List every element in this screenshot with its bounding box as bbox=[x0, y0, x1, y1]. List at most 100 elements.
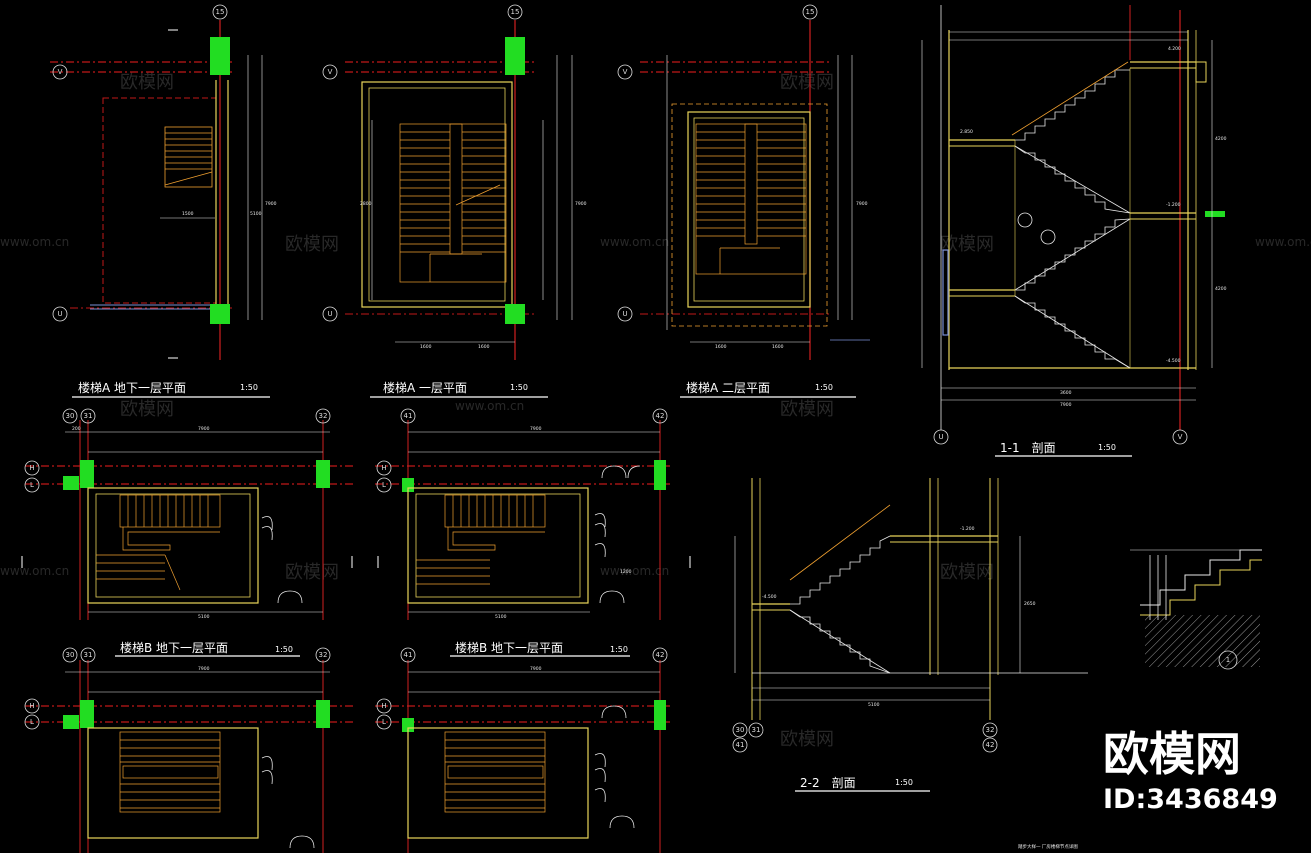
dim-label: 1600 bbox=[715, 344, 727, 350]
dim-label: 5100 bbox=[198, 614, 210, 620]
stair-flight bbox=[444, 731, 546, 813]
section-title: 2-2 剖面 bbox=[800, 776, 856, 790]
plan-scale: 1:50 bbox=[275, 645, 293, 654]
axis-label: V bbox=[1178, 433, 1183, 441]
dim-label: 2650 bbox=[1024, 601, 1036, 607]
watermark-url: www.om.cn bbox=[455, 399, 524, 413]
dim-label: 7900 bbox=[575, 201, 587, 207]
section-2-2: 2650 5100 -1.200 -4.500 30 31 41 32 42 2… bbox=[732, 478, 1088, 792]
stair-flight bbox=[1011, 61, 1131, 369]
watermark: 欧模网 bbox=[780, 399, 834, 420]
section-title: 1-1 剖面 bbox=[1000, 441, 1056, 455]
axis-label: H bbox=[381, 464, 386, 472]
section-scale: 1:50 bbox=[895, 778, 913, 787]
level-label: -1.200 bbox=[1166, 202, 1181, 208]
dim-label: 4200 bbox=[1215, 136, 1227, 142]
brand-id: ID:3436849 bbox=[1103, 784, 1278, 815]
axis-label: U bbox=[327, 310, 332, 318]
axis-label: 32 bbox=[319, 651, 328, 659]
axis-label: L bbox=[30, 718, 34, 726]
plan-a-second: 7900 1600 1600 V U 15 楼梯A 二层平面 1:50 bbox=[617, 4, 870, 398]
watermark-url: www.om.cn bbox=[1255, 235, 1311, 249]
level-label: 4.200 bbox=[1168, 46, 1181, 52]
dim-label: 5100 bbox=[250, 211, 262, 217]
level-label: 2.850 bbox=[960, 129, 973, 135]
axis-label: H bbox=[29, 464, 34, 472]
watermark: 欧模网 bbox=[120, 399, 174, 420]
plan-c-basement: 7900 30 31 32 H L bbox=[24, 647, 355, 853]
axis-label: 41 bbox=[404, 651, 413, 659]
sheet-note: 踏步大样一 厂房楼梯节点详图 bbox=[1018, 843, 1078, 850]
stair-flights bbox=[695, 123, 807, 275]
axis-label: 32 bbox=[319, 412, 328, 420]
axis-label: 30 bbox=[736, 726, 745, 734]
axis-label: H bbox=[381, 702, 386, 710]
axis-label: U bbox=[622, 310, 627, 318]
watermark: 欧模网 bbox=[780, 729, 834, 750]
watermark-url: www.om.cn bbox=[600, 235, 669, 249]
axis-label: V bbox=[328, 68, 333, 76]
plan-scale: 1:50 bbox=[815, 383, 833, 392]
axis-label: 30 bbox=[66, 412, 75, 420]
brand-watermark: 欧模网 ID:3436849 bbox=[1103, 727, 1278, 815]
plan-title: 楼梯A 地下一层平面 bbox=[78, 380, 186, 395]
axis-label: 15 bbox=[216, 8, 225, 16]
brand-name: 欧模网 bbox=[1103, 727, 1241, 781]
dim-label: 1600 bbox=[420, 344, 432, 350]
axis-label: L bbox=[30, 481, 34, 489]
stair-flight bbox=[789, 504, 891, 674]
dim-label: 1600 bbox=[478, 344, 490, 350]
dim-label: 200 bbox=[72, 426, 81, 432]
dim-label: 7900 bbox=[530, 426, 542, 432]
axis-label: L bbox=[382, 481, 386, 489]
axis-label: V bbox=[623, 68, 628, 76]
axis-label: 42 bbox=[986, 741, 995, 749]
plan-c2-basement: 7900 41 42 H L bbox=[375, 647, 670, 853]
plan-title: 楼梯A 二层平面 bbox=[686, 380, 770, 395]
dim-label: 5100 bbox=[495, 614, 507, 620]
axis-label: 32 bbox=[986, 726, 995, 734]
axis-label: 31 bbox=[84, 651, 93, 659]
level-label: -4.500 bbox=[762, 594, 777, 600]
plan-a-first: 7900 2800 1600 1600 V U 15 楼梯A 一层平面 1:50 bbox=[322, 4, 587, 398]
plan-a-basement: 7900 1500 5100 V U 15 楼梯A 地下一层平面 1:50 bbox=[50, 4, 277, 398]
watermark-layer: 欧模网 欧模网 www.om.cn 欧模网 www.om.cn 欧模网 www.… bbox=[0, 72, 1311, 750]
plan-title: 楼梯B 地下一层平面 bbox=[120, 640, 228, 655]
axis-label: 31 bbox=[752, 726, 761, 734]
axis-label: 1 bbox=[1226, 656, 1230, 664]
plan-b2-basement: 7900 5100 1200 41 42 H L 楼梯B 地下一层平面 1:50 bbox=[375, 408, 691, 657]
level-label: -1.200 bbox=[960, 526, 975, 532]
dim-label: 5100 bbox=[868, 702, 880, 708]
dim-label: 4200 bbox=[1215, 286, 1227, 292]
stair-flights bbox=[399, 123, 507, 283]
dim-label: 1200 bbox=[620, 569, 632, 575]
axis-label: 42 bbox=[656, 412, 665, 420]
axis-label: 30 bbox=[66, 651, 75, 659]
stair-flight bbox=[416, 494, 546, 585]
axis-label: 31 bbox=[84, 412, 93, 420]
dim-label: 7900 bbox=[198, 426, 210, 432]
axis-label: 41 bbox=[736, 741, 745, 749]
dim-label: 7900 bbox=[265, 201, 277, 207]
axis-label: V bbox=[58, 68, 63, 76]
dim-label: 1600 bbox=[772, 344, 784, 350]
plan-scale: 1:50 bbox=[240, 383, 258, 392]
axis-label: 41 bbox=[404, 412, 413, 420]
plan-title: 楼梯A 一层平面 bbox=[383, 380, 467, 395]
stair-flight bbox=[119, 731, 221, 813]
watermark: 欧模网 bbox=[940, 234, 994, 255]
dim-label: 1500 bbox=[182, 211, 194, 217]
stair-flight bbox=[96, 494, 221, 591]
stair-flight bbox=[164, 126, 213, 188]
plan-b-basement: 7900 5100 200 30 31 32 H L 楼梯B 地下一层平面 1:… bbox=[21, 408, 355, 657]
section-1-1: 4200 4200 3600 7900 4.200 2.850 -1.200 -… bbox=[921, 5, 1227, 457]
watermark: 欧模网 bbox=[285, 562, 339, 583]
axis-label: L bbox=[382, 718, 386, 726]
level-label: -4.500 bbox=[1166, 358, 1181, 364]
watermark: 欧模网 bbox=[940, 562, 994, 583]
axis-label: 15 bbox=[511, 8, 520, 16]
section-scale: 1:50 bbox=[1098, 443, 1116, 452]
watermark-url: www.om.cn bbox=[600, 564, 669, 578]
axis-label: U bbox=[938, 433, 943, 441]
